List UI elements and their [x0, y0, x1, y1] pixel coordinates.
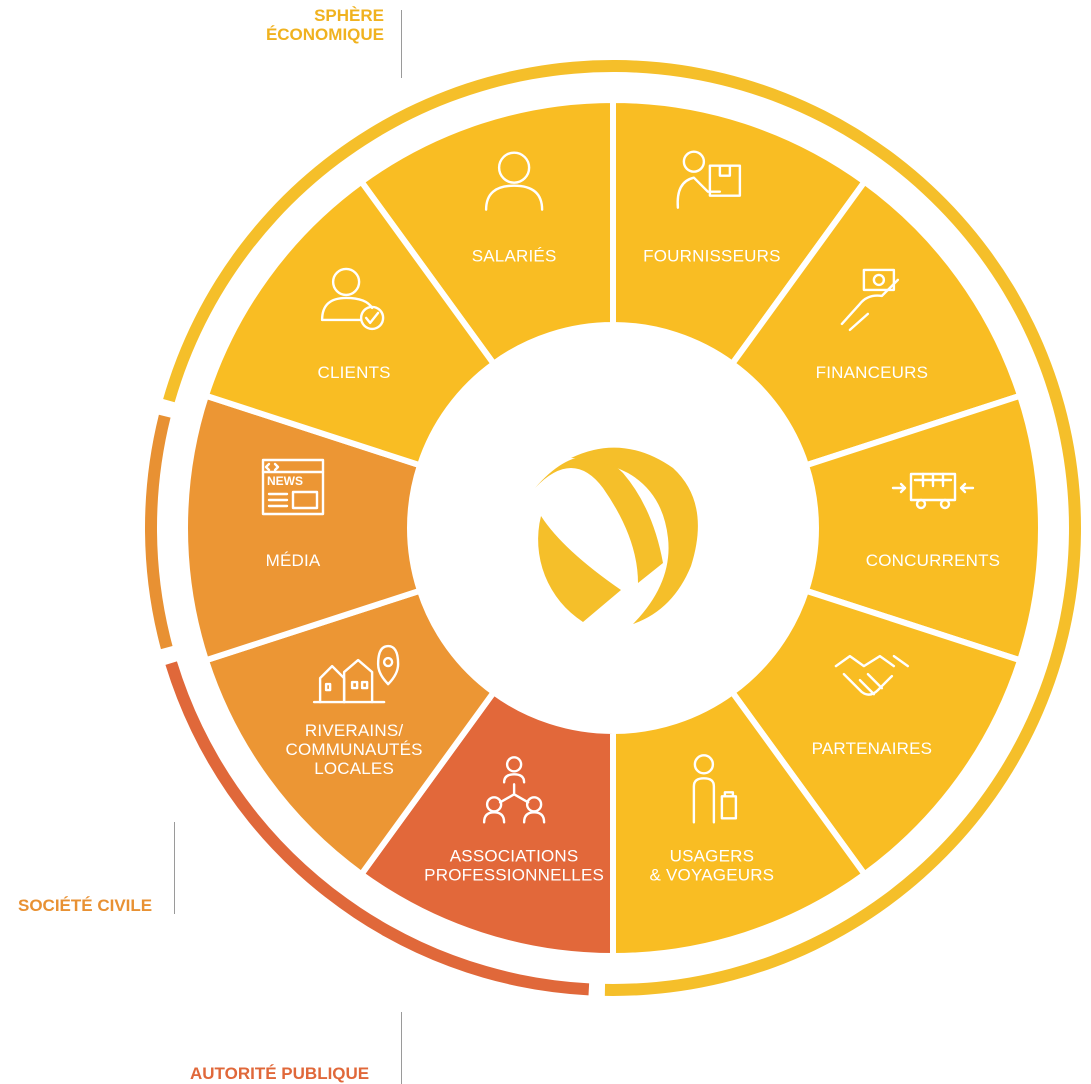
segment-label-usagers: USAGERS& VOYAGEURS	[650, 846, 775, 884]
houses-pin-icon	[312, 644, 400, 704]
segment-label-line: PROFESSIONNELLES	[424, 865, 604, 884]
segment-labels: SALARIÉS FOURNISSEURS FINANCEURS CONCURRENT…	[266, 247, 1000, 885]
traveler-luggage-icon	[692, 754, 738, 824]
person-icon	[484, 151, 544, 211]
divider-civile	[174, 822, 175, 914]
segment-label-line: MÉDIA	[266, 551, 321, 570]
segment-usagers	[610, 688, 869, 960]
hand-money-icon	[840, 268, 900, 332]
bus-arrows-icon	[891, 472, 975, 510]
segment-label-line: FINANCEURS	[816, 363, 929, 382]
segment-concurrents	[802, 391, 1044, 665]
segment-label-line: PARTENAIRES	[812, 739, 933, 758]
people-network-icon	[482, 756, 546, 824]
segment-label-line: SALARIÉS	[472, 247, 557, 266]
segment-label-fournisseurs: FOURNISSEURS	[643, 247, 780, 266]
news-icon: NEWS	[261, 458, 325, 516]
segment-associations	[357, 688, 616, 960]
segment-label-clients: CLIENTS	[318, 363, 391, 382]
company-logo-icon	[535, 447, 698, 624]
segment-label-concurrents: CONCURRENTS	[866, 551, 1000, 570]
sphere-economique-line2: ÉCONOMIQUE	[265, 25, 384, 44]
segment-label-line: COMMUNAUTÉS	[285, 740, 422, 759]
segment-label-financeurs: FINANCEURS	[816, 363, 929, 382]
segment-label-line: & VOYAGEURS	[650, 865, 775, 884]
segment-label-line: LOCALES	[314, 759, 394, 778]
segment-label-line: CLIENTS	[318, 363, 391, 382]
handshake-icon	[834, 654, 910, 696]
news-icon-text: NEWS	[267, 474, 303, 488]
segment-label-line: FOURNISSEURS	[643, 247, 780, 266]
segment-partenaires	[728, 586, 1024, 879]
sphere-economique-line1: SPHÈRE	[314, 6, 384, 25]
segment-label-media: MÉDIA	[266, 551, 321, 570]
segment-fournisseurs	[610, 96, 869, 368]
center-circle	[413, 328, 813, 728]
segment-media	[182, 391, 424, 665]
sphere-publique-label: AUTORITÉ PUBLIQUE	[190, 1064, 370, 1083]
delivery-person-icon	[676, 150, 742, 209]
segment-label-line: ASSOCIATIONS	[450, 846, 579, 865]
segment-label-salaries: SALARIÉS	[472, 247, 557, 266]
segment-label-line: RIVERAINS/	[305, 721, 403, 740]
segment-label-line: CONCURRENTS	[866, 551, 1000, 570]
segment-riverains	[202, 586, 498, 879]
segment-clients	[202, 177, 498, 470]
sphere-rings	[144, 60, 1081, 996]
divider-publique	[401, 1012, 402, 1084]
stakeholder-segments	[182, 96, 1044, 960]
ring-publique	[165, 661, 590, 996]
segment-icons: NEWS	[261, 150, 975, 824]
sphere-economique-label: SPHÈRE ÉCONOMIQUE	[230, 6, 384, 44]
person-check-icon	[320, 267, 385, 331]
segment-salaries	[357, 96, 616, 368]
sphere-civile-label: SOCIÉTÉ CIVILE	[18, 896, 153, 915]
segment-label-line: USAGERS	[670, 846, 755, 865]
segment-financeurs	[728, 177, 1024, 470]
divider-economique	[401, 10, 402, 78]
segment-label-partenaires: PARTENAIRES	[812, 739, 933, 758]
ring-civile	[144, 414, 173, 650]
